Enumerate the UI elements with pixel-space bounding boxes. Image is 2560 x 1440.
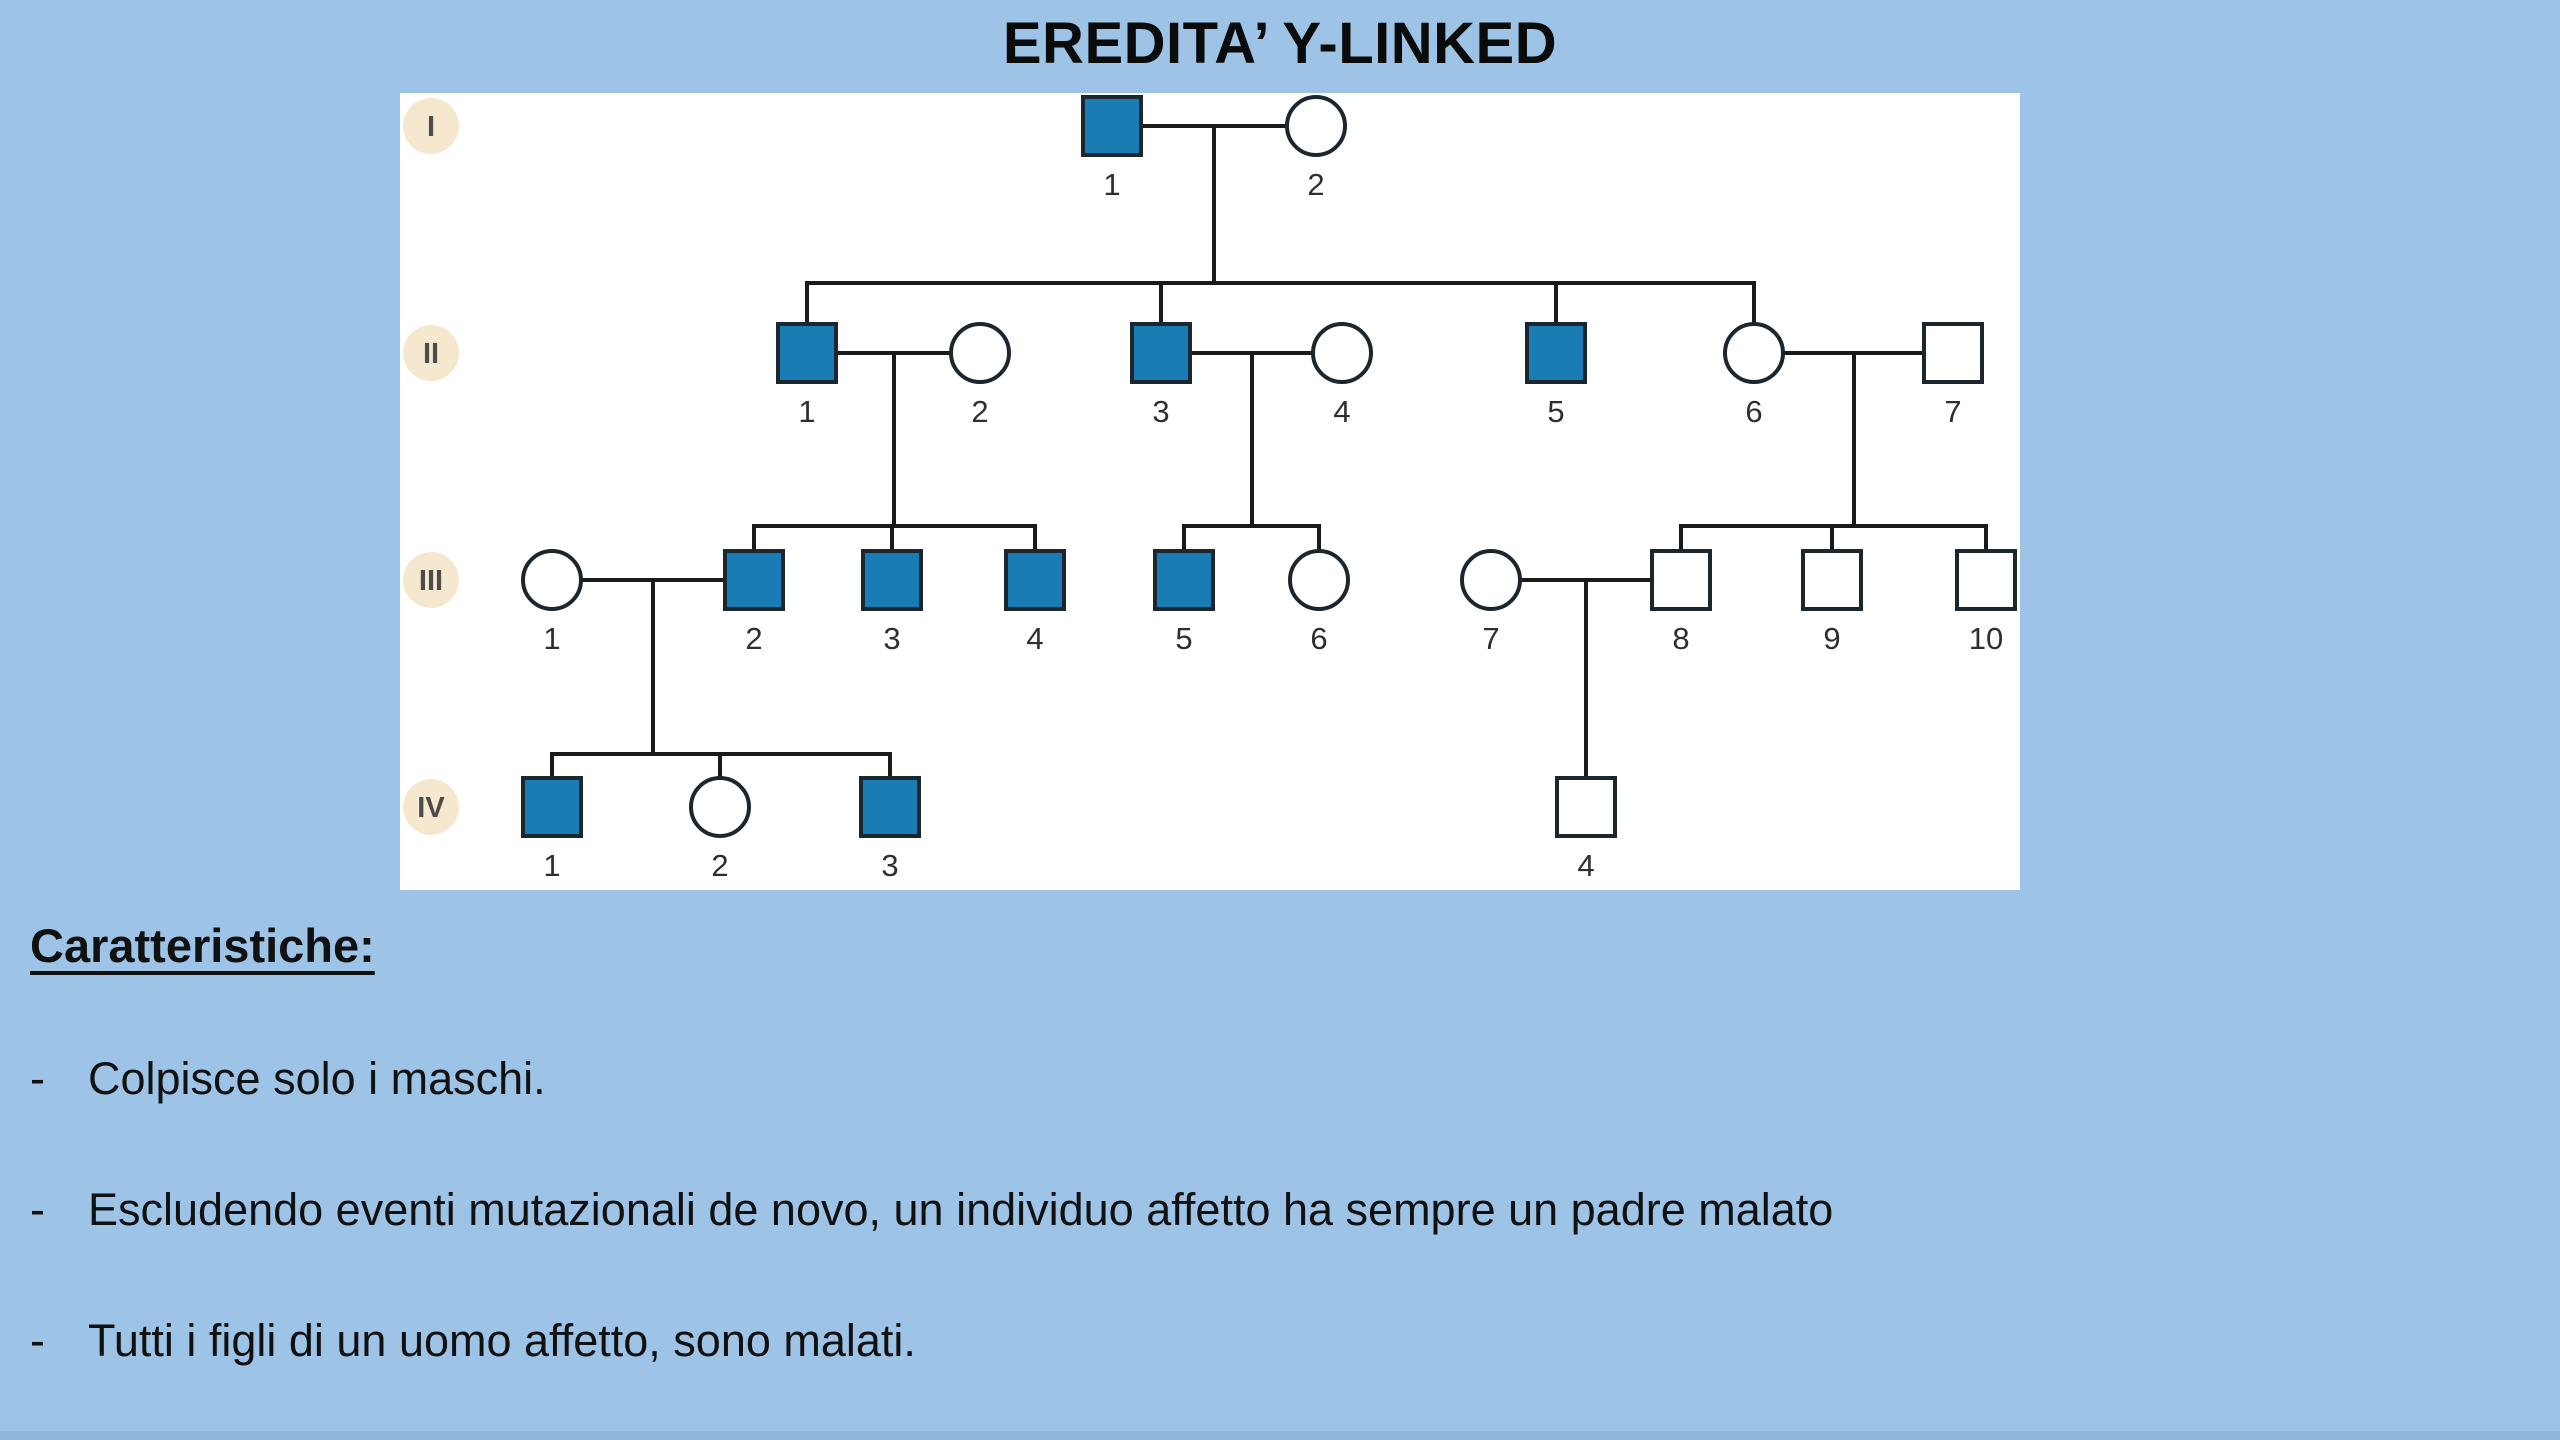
individual-number-II-6: 6 (1745, 394, 1762, 429)
individual-II-3 (1130, 322, 1192, 384)
individual-number-IV-3: 3 (881, 848, 898, 883)
individual-II-4 (1311, 322, 1373, 384)
individual-number-III-6: 6 (1310, 621, 1327, 656)
bullet-item: - Escludendo eventi mutazionali de novo,… (30, 1183, 1833, 1237)
individual-I-1 (1081, 95, 1143, 157)
generation-label-IV: IV (417, 792, 445, 824)
characteristics-heading: Caratteristiche: (30, 919, 375, 972)
individual-number-I-2: 2 (1307, 167, 1324, 202)
individual-number-II-1: 1 (798, 394, 815, 429)
individual-II-6 (1723, 322, 1785, 384)
individual-number-II-5: 5 (1547, 394, 1564, 429)
pedigree-lines (550, 124, 1988, 780)
individual-II-1 (776, 322, 838, 384)
bullet-text: Tutti i figli di un uomo affetto, sono m… (88, 1315, 916, 1366)
individual-number-III-7: 7 (1482, 621, 1499, 656)
bullet-marker: - (30, 1053, 45, 1104)
individual-number-II-7: 7 (1944, 394, 1961, 429)
individual-number-III-1: 1 (543, 621, 560, 656)
individual-number-IV-4: 4 (1577, 848, 1594, 883)
individual-III-10 (1955, 549, 2017, 611)
pedigree-individuals: 1 2 1 2 3 4 5 6 7 1 2 3 4 5 6 7 8 9 10 1 2 3 4 (521, 95, 2017, 883)
bullet-marker: - (30, 1184, 45, 1235)
bullet-item: - Colpisce solo i maschi. (30, 1052, 546, 1106)
pedigree-panel (400, 93, 2020, 890)
individual-number-III-8: 8 (1672, 621, 1689, 656)
generation-badge-III (403, 552, 459, 608)
individual-number-II-4: 4 (1333, 394, 1350, 429)
generation-badge-II (403, 325, 459, 381)
individual-IV-1 (521, 776, 583, 838)
generation-badge-IV (403, 779, 459, 835)
individual-number-III-4: 4 (1026, 621, 1043, 656)
generation-label-III: III (419, 565, 443, 597)
individual-number-III-5: 5 (1175, 621, 1192, 656)
bottom-edge-strip (0, 1431, 2560, 1440)
individual-II-5 (1525, 322, 1587, 384)
individual-III-6 (1288, 549, 1350, 611)
individual-III-2 (723, 549, 785, 611)
individual-number-III-9: 9 (1823, 621, 1840, 656)
bullet-marker: - (30, 1315, 45, 1366)
individual-III-5 (1153, 549, 1215, 611)
individual-number-II-3: 3 (1152, 394, 1169, 429)
individual-number-III-10: 10 (1969, 621, 2003, 656)
individual-III-9 (1801, 549, 1863, 611)
bullet-text: Colpisce solo i maschi. (88, 1053, 546, 1104)
individual-number-I-1: 1 (1103, 167, 1120, 202)
bullet-item: - Tutti i figli di un uomo affetto, sono… (30, 1314, 916, 1368)
individual-IV-2 (689, 776, 751, 838)
generation-badge-I (403, 98, 459, 154)
individual-II-2 (949, 322, 1011, 384)
individual-III-8 (1650, 549, 1712, 611)
individual-III-3 (861, 549, 923, 611)
individual-III-4 (1004, 549, 1066, 611)
individual-number-II-2: 2 (971, 394, 988, 429)
individual-I-2 (1285, 95, 1347, 157)
page-title: EREDITA’ Y-LINKED (1002, 11, 1558, 76)
individual-number-III-2: 2 (745, 621, 762, 656)
individual-IV-4 (1555, 776, 1617, 838)
individual-II-7 (1922, 322, 1984, 384)
individual-III-7 (1460, 549, 1522, 611)
individual-number-IV-1: 1 (543, 848, 560, 883)
bullet-text: Escludendo eventi mutazionali de novo, u… (88, 1184, 1834, 1235)
individual-number-III-3: 3 (883, 621, 900, 656)
individual-IV-3 (859, 776, 921, 838)
individual-III-1 (521, 549, 583, 611)
generation-label-II: II (423, 338, 439, 370)
individual-number-IV-2: 2 (711, 848, 728, 883)
generation-label-I: I (427, 111, 435, 143)
